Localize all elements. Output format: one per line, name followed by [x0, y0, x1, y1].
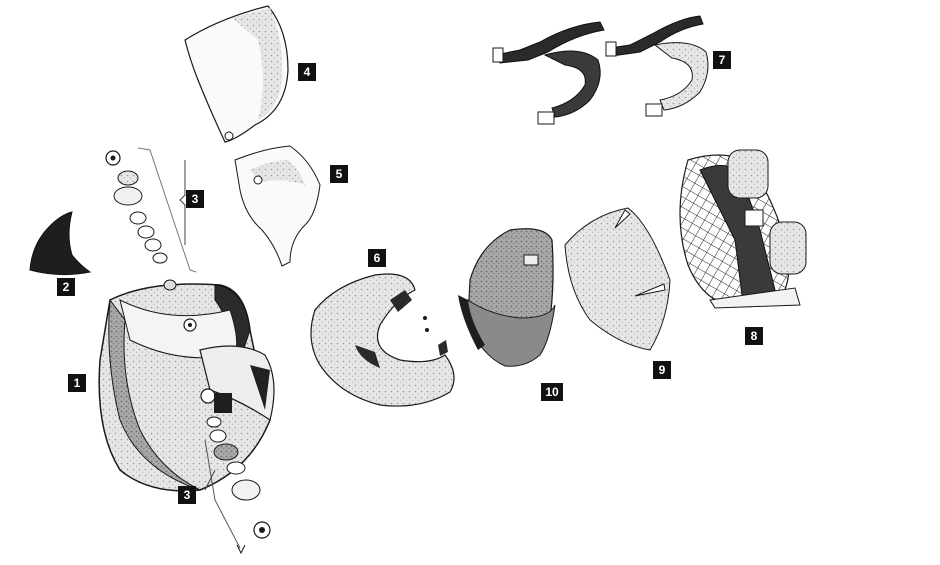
part-7-chin-straps: [492, 15, 709, 125]
callout-label: 8: [745, 327, 763, 345]
part-4-visor: [184, 5, 289, 143]
callout-label: 4: [298, 63, 316, 81]
part-5-inner-liner: [234, 145, 321, 267]
part-10-shell-half: [458, 228, 556, 367]
callout-label: 3: [178, 486, 196, 504]
part-8-suspension-net: [679, 149, 807, 309]
part-3-fastener-stack-upper: [105, 147, 197, 291]
part-6-comfort-liner: [310, 273, 455, 407]
part-1-helmet-shell: [98, 283, 275, 492]
part-2-dark-pad: [29, 211, 92, 276]
callout-label: 2: [57, 278, 75, 296]
callout-label: 9: [653, 361, 671, 379]
callout-label: 10: [541, 383, 563, 401]
callout-label: 1: [68, 374, 86, 392]
part-9-liner-disc: [564, 207, 671, 351]
callout-label: 5: [330, 165, 348, 183]
callout-label: 7: [713, 51, 731, 69]
callout-label: 3: [186, 190, 204, 208]
part-3-fastener-stack-lower: [204, 416, 271, 555]
callout-label: 6: [368, 249, 386, 267]
